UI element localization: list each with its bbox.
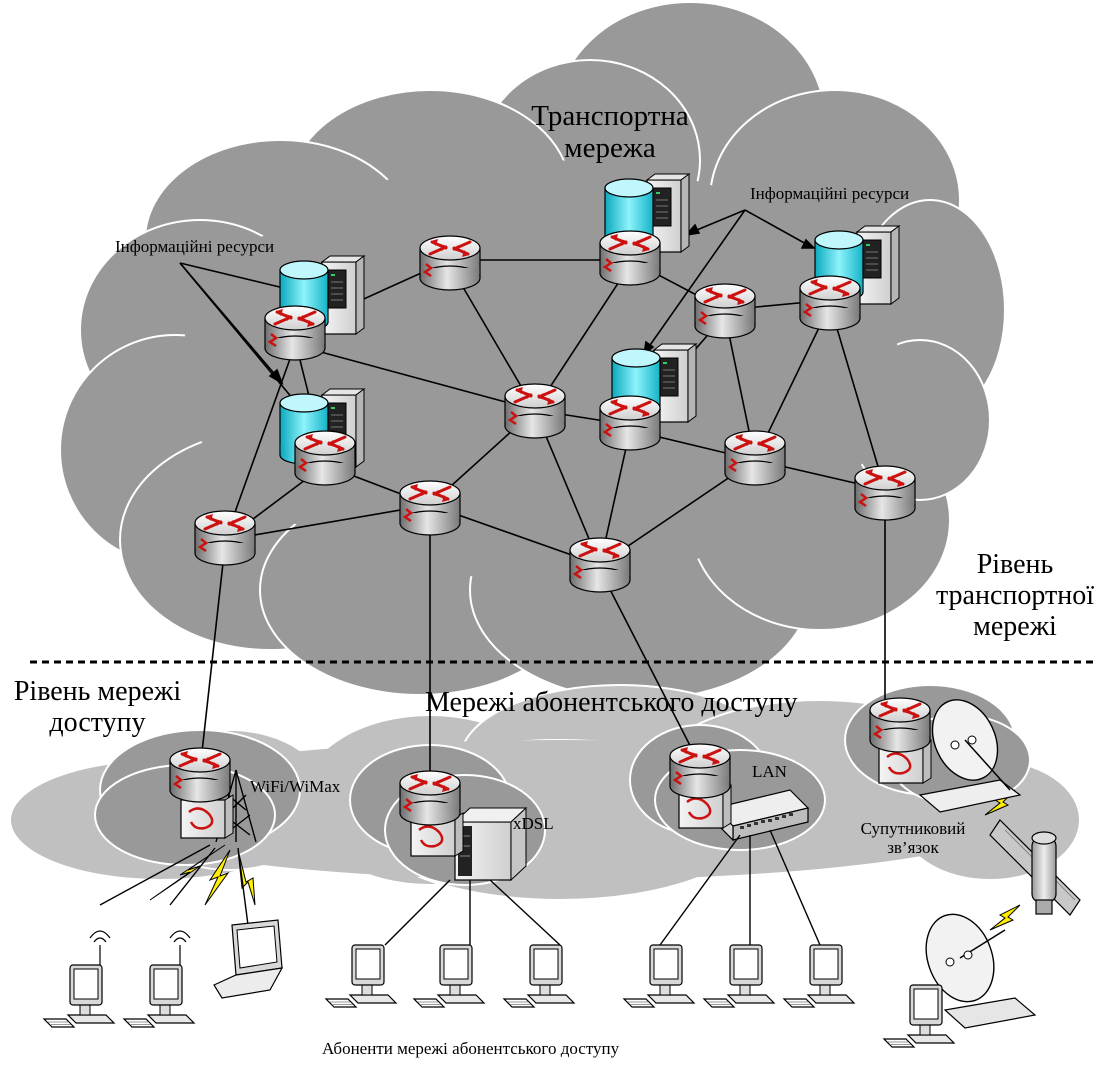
- router-icon: [293, 429, 357, 487]
- access-level-label: Рівень мережі доступу: [5, 676, 190, 739]
- transport-level-line2: транспортної: [935, 579, 1095, 611]
- router-icon: [668, 742, 732, 800]
- computer-icon: [43, 964, 115, 1028]
- router-icon: [418, 234, 482, 292]
- router-icon: [598, 229, 662, 287]
- satellite-dish-icon: [918, 699, 1022, 813]
- router-icon: [568, 536, 632, 594]
- router-icon: [853, 464, 917, 522]
- xdsl-label: xDSL: [513, 814, 554, 833]
- access-level-line1: Рівень мережі: [13, 676, 182, 707]
- computer-icon: [325, 944, 397, 1008]
- satellite-dish-icon: [925, 913, 1037, 1029]
- router-icon: [193, 509, 257, 567]
- router-icon: [398, 769, 462, 827]
- router-icon: [168, 746, 232, 804]
- router-icon: [263, 304, 327, 362]
- transport-network-label: Транспортна мережа: [530, 100, 690, 165]
- computer-icon: [413, 944, 485, 1008]
- info-resources-left-label: Інформаційні ресурси: [115, 237, 275, 256]
- access-level-line2: доступу: [49, 706, 146, 738]
- wifi-label: WiFi/WiMax: [250, 777, 341, 796]
- computer-icon: [883, 984, 955, 1048]
- transport-level-line3: мережі: [973, 610, 1057, 642]
- laptop-icon: [213, 919, 284, 999]
- computer-icon: [503, 944, 575, 1008]
- satellite-label: Супутниковий зв’язок: [848, 819, 978, 857]
- info-resources-right-label: Інформаційні ресурси: [750, 184, 910, 203]
- computer-icon: [703, 944, 775, 1008]
- transport-network-label-line2: мережа: [564, 131, 656, 164]
- router-icon: [693, 282, 757, 340]
- satellite-icon: [989, 819, 1081, 916]
- router-icon: [503, 382, 567, 440]
- transport-level-line1: Рівень: [976, 549, 1054, 580]
- satellite-label-line1: Супутниковий: [860, 819, 966, 838]
- transport-level-label: Рівень транспортної мережі: [930, 549, 1100, 642]
- computer-icon: [783, 944, 855, 1008]
- computer-icon: [123, 964, 195, 1028]
- subscribers-label: Абоненти мережі абонентського доступу: [322, 1039, 620, 1058]
- satellite-label-line2: зв’язок: [887, 837, 939, 857]
- router-icon: [723, 429, 787, 487]
- computer-icon: [623, 944, 695, 1008]
- access-networks-label: Мережі абонентського доступу: [425, 687, 798, 718]
- router-icon: [398, 479, 462, 537]
- transport-network-label-line1: Транспортна: [531, 100, 689, 132]
- router-icon: [598, 394, 662, 452]
- router-icon: [798, 274, 862, 332]
- router-icon: [868, 696, 932, 754]
- lan-label: LAN: [752, 762, 787, 781]
